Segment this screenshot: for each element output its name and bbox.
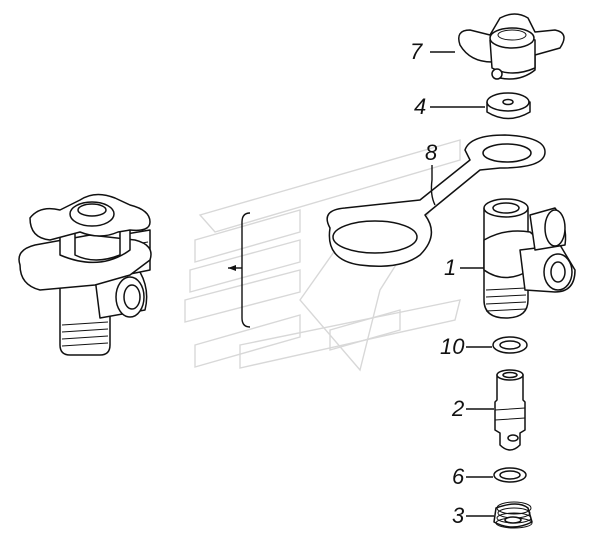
label-part-7: 7 (410, 39, 423, 64)
assembly-arrow (228, 212, 251, 328)
label-part-1: 1 (444, 255, 457, 280)
leader-lines (430, 51, 494, 517)
part-2-valve-stem (494, 369, 526, 451)
part-8-key (326, 134, 546, 267)
label-part-4: 4 (414, 94, 427, 119)
part-7-handwheel (458, 13, 565, 80)
assembled-valve (18, 193, 152, 356)
label-part-3: 3 (452, 503, 465, 528)
label-part-2: 2 (452, 396, 465, 421)
part-4-gasket (486, 92, 531, 120)
label-part-8: 8 (425, 140, 438, 165)
part-10-o-ring (492, 336, 528, 354)
part-6-o-ring (493, 467, 527, 483)
part-1-valve-body (483, 198, 576, 319)
part-3-spring (493, 501, 533, 529)
label-part-6: 6 (452, 464, 465, 489)
label-part-10: 10 (440, 334, 465, 359)
